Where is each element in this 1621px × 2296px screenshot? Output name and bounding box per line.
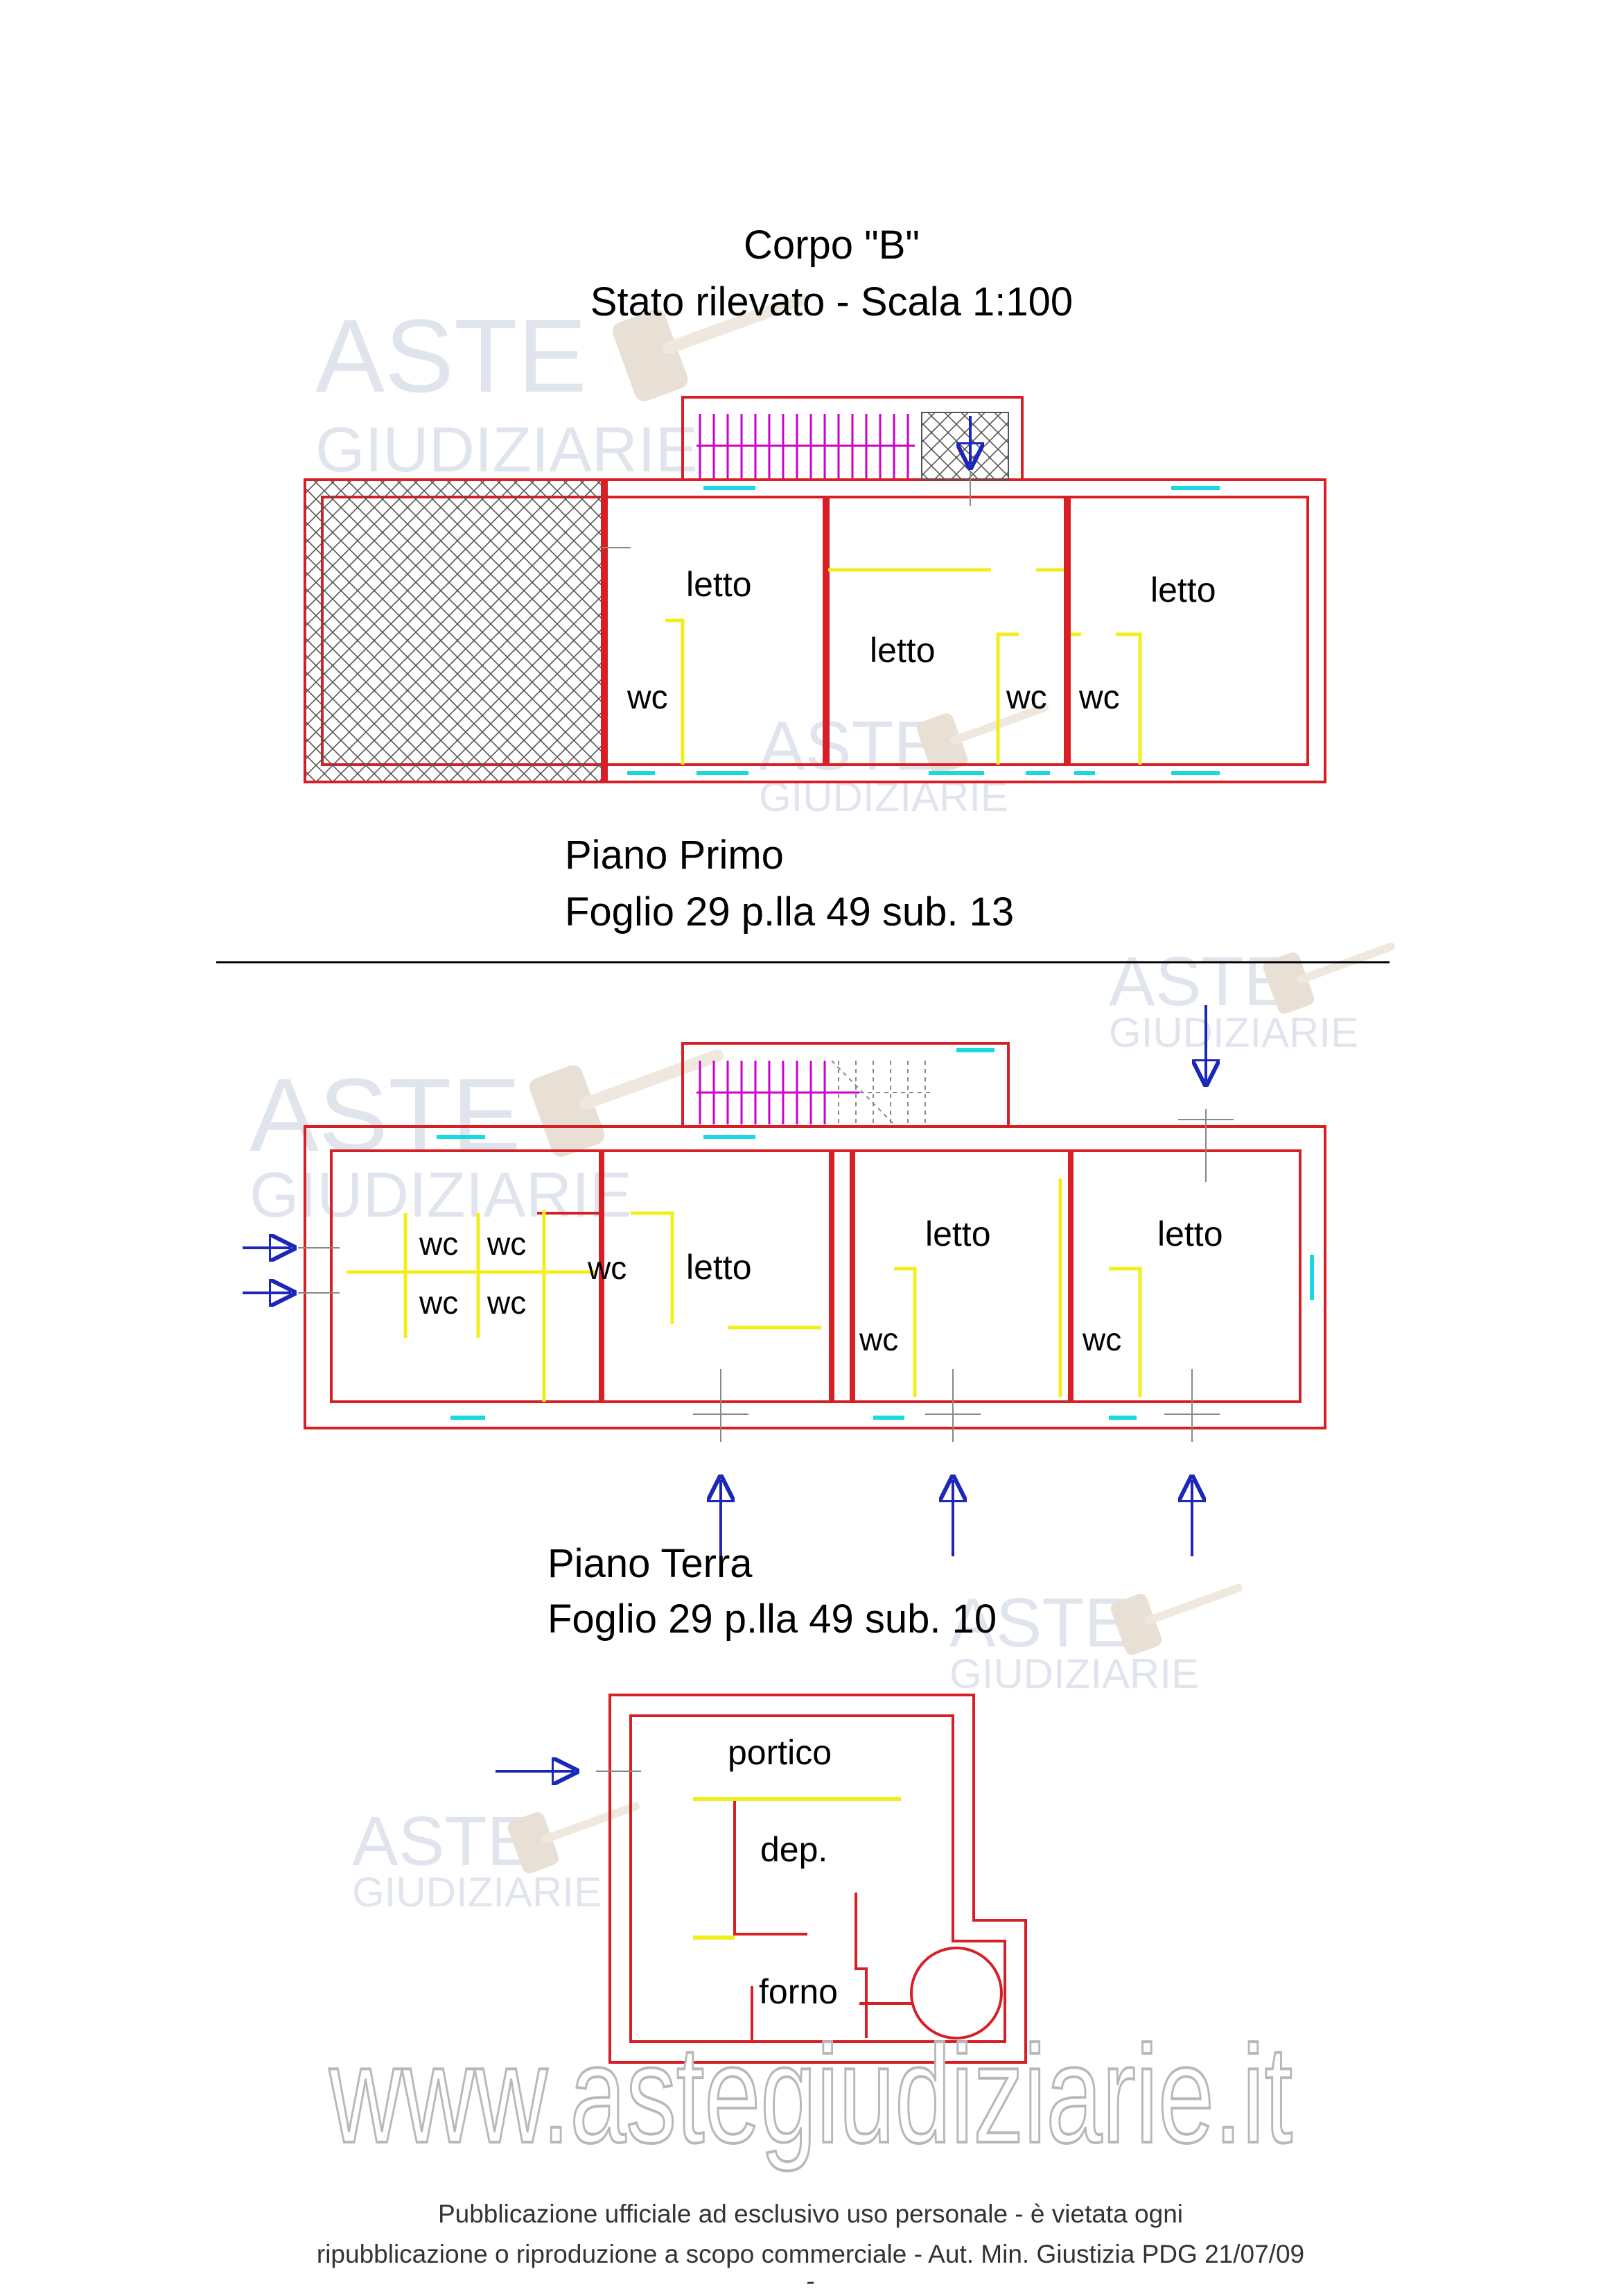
watermark-brand-bottom: GIUDIZIARIE bbox=[315, 415, 698, 485]
watermark-brand-bottom: GIUDIZIARIE bbox=[249, 1160, 632, 1230]
cadastral-reference: Foglio 29 p.lla 49 sub. 13 bbox=[565, 889, 1014, 934]
watermark-brand-bottom: GIUDIZIARIE bbox=[949, 1651, 1199, 1697]
room-label-letto: letto bbox=[1150, 571, 1216, 609]
room-label-forno: forno bbox=[759, 1972, 838, 2011]
watermark-brand-top: ASTE bbox=[249, 1056, 521, 1173]
floor-name: Piano Terra bbox=[547, 1541, 753, 1586]
first-floor-stair-treads bbox=[696, 414, 915, 478]
room-label-letto: letto bbox=[686, 1248, 752, 1287]
annex-fixtures bbox=[693, 1797, 901, 1940]
first-floor-plan bbox=[304, 396, 1326, 783]
ground-floor-stair-dashed bbox=[831, 1060, 932, 1125]
watermark-brand-top: ASTE bbox=[759, 707, 940, 785]
room-label-wc: wc bbox=[587, 1250, 627, 1286]
cadastral-reference: Foglio 29 p.lla 49 sub. 10 bbox=[547, 1597, 997, 1642]
sheet-title: Corpo "B" bbox=[744, 223, 920, 268]
room-label-letto: letto bbox=[870, 631, 936, 670]
room-label-letto: letto bbox=[1157, 1215, 1223, 1253]
room-label-wc: wc bbox=[1006, 679, 1047, 716]
room-label-letto: letto bbox=[925, 1215, 991, 1253]
annex-outer-wall bbox=[608, 1694, 1027, 2064]
first-floor-fixtures bbox=[665, 568, 1142, 765]
room-label-deposito: dep. bbox=[760, 1830, 827, 1869]
first-floor-doors bbox=[602, 471, 971, 548]
watermark-brand-top: ASTE bbox=[352, 1802, 533, 1880]
ground-floor-inner-wall bbox=[330, 1149, 1302, 1403]
room-label-wc: wc bbox=[487, 1285, 526, 1321]
watermark-logo-4: ASTE GIUDIZIARIE bbox=[249, 1049, 724, 1230]
ground-floor-doors bbox=[298, 1109, 1234, 1442]
first-floor-stair-block bbox=[681, 396, 1024, 481]
footer-line-2: ripubblicazione o riproduzione a scopo c… bbox=[316, 2240, 1305, 2268]
ground-floor-plan bbox=[304, 1042, 1326, 1429]
watermark-logo-3: ASTE GIUDIZIARIE bbox=[1109, 942, 1395, 1056]
ground-floor-stair-block bbox=[681, 1042, 1010, 1128]
room-label-wc: wc bbox=[1082, 1321, 1121, 1357]
gavel-icon bbox=[612, 293, 807, 401]
watermark-logo-5: ASTE GIUDIZIARIE bbox=[949, 1583, 1243, 1697]
watermark-brand-bottom: GIUDIZIARIE bbox=[1109, 1009, 1358, 1056]
gavel-icon bbox=[507, 1802, 640, 1874]
watermark-url: www.astegiudiziarie.it bbox=[328, 2017, 1293, 2172]
oven-outline bbox=[910, 1947, 1003, 2040]
annex-plan bbox=[608, 1694, 1027, 2064]
ground-floor-fixtures bbox=[347, 1179, 1142, 1402]
gavel-icon bbox=[529, 1049, 724, 1157]
watermark-logo-6: ASTE GIUDIZIARIE bbox=[352, 1802, 640, 1915]
watermark-brand-bottom: GIUDIZIARIE bbox=[352, 1869, 602, 1915]
first-floor-terrace-hatch bbox=[304, 478, 606, 783]
room-label-wc: wc bbox=[859, 1321, 898, 1357]
room-label-portico: portico bbox=[728, 1733, 832, 1772]
room-label-wc: wc bbox=[419, 1226, 458, 1262]
room-label-wc: wc bbox=[419, 1285, 458, 1321]
ground-floor-stair-treads bbox=[696, 1061, 859, 1124]
watermark-logo-1: ASTE GIUDIZIARIE bbox=[315, 293, 807, 485]
watermark-brand-top: ASTE bbox=[315, 297, 587, 414]
room-label-wc: wc bbox=[1078, 679, 1120, 716]
watermark-brand-top: ASTE bbox=[949, 1584, 1130, 1662]
annex-inner-wall bbox=[629, 1714, 1006, 2043]
room-label-letto: letto bbox=[686, 565, 752, 604]
footer-line-1: Pubblicazione ufficiale ad esclusivo uso… bbox=[437, 2200, 1184, 2228]
first-floor-stair-landing-hatch bbox=[921, 412, 1009, 480]
sheet-subtitle: Stato rilevato - Scala 1:100 bbox=[590, 279, 1073, 324]
room-label-wc: wc bbox=[627, 679, 668, 716]
floor-name: Piano Primo bbox=[565, 833, 784, 878]
ground-floor-windows bbox=[437, 1048, 1314, 1420]
gavel-icon bbox=[1110, 1583, 1243, 1655]
gavel-icon bbox=[1263, 942, 1395, 1014]
first-floor-windows bbox=[627, 486, 1220, 775]
room-label-wc: wc bbox=[487, 1226, 526, 1262]
watermark-brand-top: ASTE bbox=[1109, 943, 1290, 1020]
footer-mark: - bbox=[806, 2267, 815, 2295]
